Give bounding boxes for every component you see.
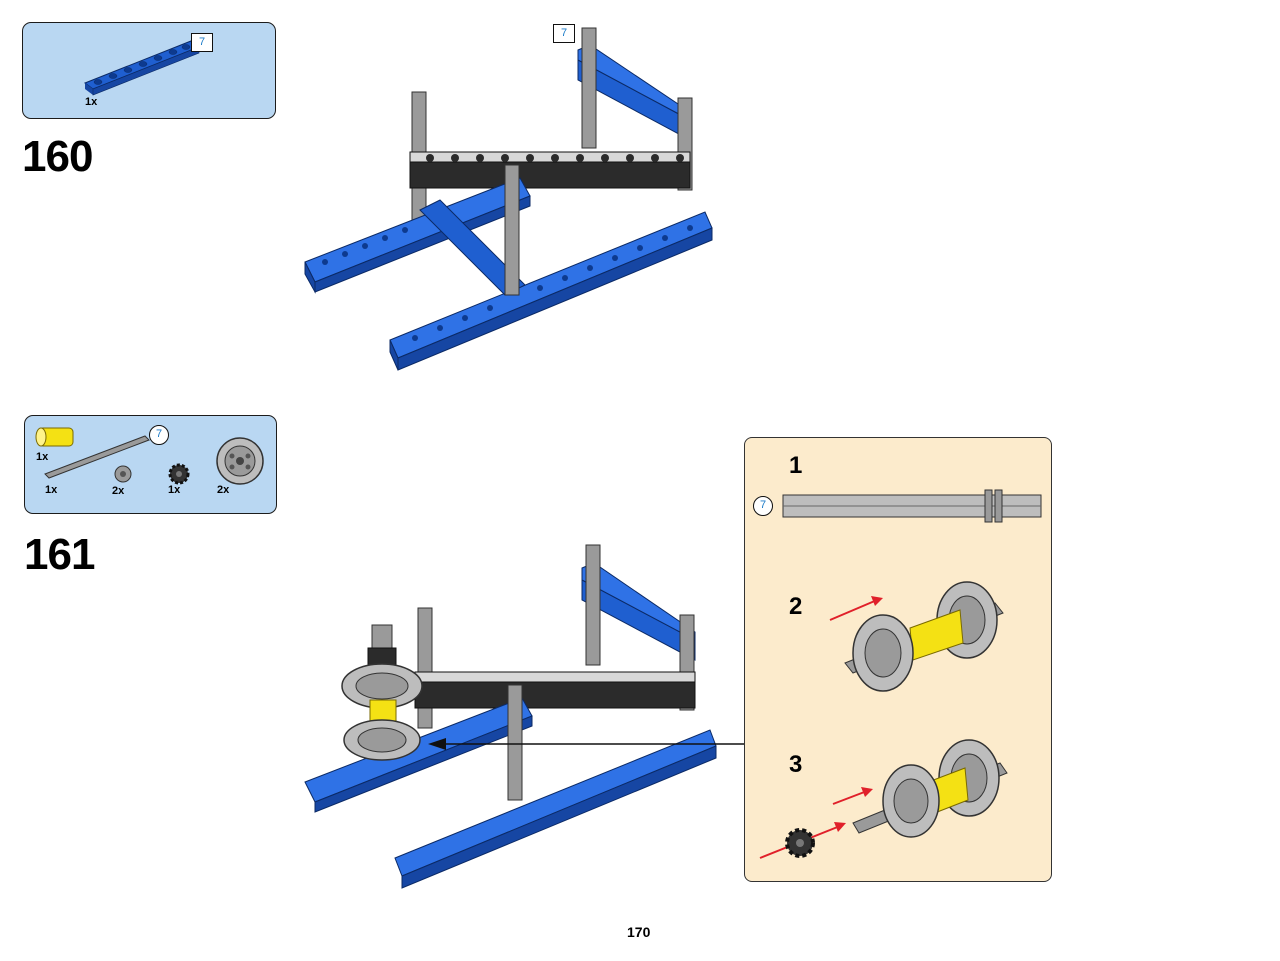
gear-assembly-icon: [759, 739, 1008, 859]
model-length-badge: 7: [553, 24, 575, 43]
length-badge: 7: [191, 33, 213, 52]
yellow-connector-icon: [35, 427, 74, 447]
substep-number-1: 1: [789, 452, 803, 479]
part-qty: 1x: [36, 451, 49, 463]
substep-number-3: 3: [789, 751, 803, 778]
gear-icon: [168, 463, 190, 485]
page-number: 170: [627, 924, 651, 940]
grey-axle-icon: [44, 435, 150, 479]
substep-number-2: 2: [789, 593, 803, 620]
pulley-assembly-icon: [829, 581, 1004, 692]
pulley-wheel-icon: [216, 437, 264, 485]
part-qty: 2x: [112, 485, 125, 497]
parts-callout-160: 1x 7: [22, 22, 276, 119]
blue-beam-icon: [83, 40, 201, 96]
part-qty: 1x: [45, 484, 58, 496]
subassembly-callout: 1 7 2 3: [744, 437, 1052, 882]
length-badge: 7: [149, 425, 169, 445]
axle-with-stop-icon: [782, 489, 1042, 523]
part-qty: 2x: [217, 484, 230, 496]
step-number-161: 161: [24, 530, 95, 579]
part-qty: 1x: [168, 484, 181, 496]
parts-icons-161: [35, 427, 264, 485]
bush-icon: [114, 465, 132, 483]
step-number-160: 160: [22, 132, 93, 181]
parts-callout-161: 1x 1x 2x 1x 2x 7: [24, 415, 277, 514]
length-badge: 7: [753, 496, 773, 516]
model-step-160: [304, 27, 713, 371]
part-qty: 1x: [85, 96, 98, 108]
